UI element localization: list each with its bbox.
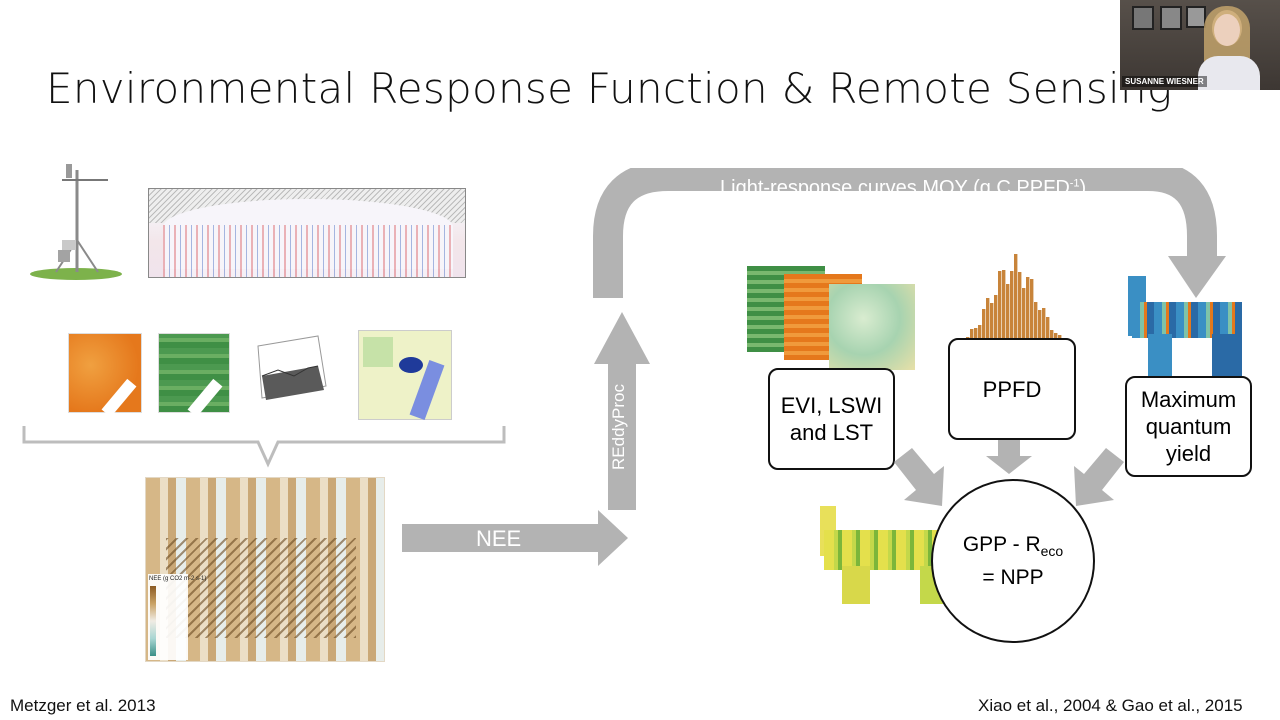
nee-arrow-label: NEE: [476, 526, 522, 551]
left-citation: Metzger et al. 2013: [10, 696, 156, 715]
nee-arrow: [402, 510, 628, 566]
ppfd-histogram: [966, 254, 1062, 350]
histogram-bar: [982, 309, 986, 350]
histogram-bar: [1042, 308, 1046, 350]
ppfd-box: PPFD: [948, 338, 1076, 440]
gpp-npp-circle: GPP - Reco = NPP: [931, 479, 1095, 643]
npp-text: = NPP: [982, 565, 1044, 589]
histogram-bar: [990, 303, 994, 350]
wall-frame: [1186, 6, 1206, 28]
converging-arrows: [894, 440, 1124, 506]
histogram-bar: [1006, 284, 1010, 350]
histogram-bar: [1010, 271, 1014, 350]
histogram-bar: [1038, 310, 1042, 350]
histogram-bar: [1030, 279, 1034, 350]
histogram-bar: [1026, 277, 1030, 350]
flux-tower-image: [30, 164, 122, 280]
histogram-bar: [1014, 254, 1018, 350]
reco-subscript: eco: [1040, 543, 1064, 560]
mqy-arrow-label: Light-response curves MQY (g C PPFD-1): [720, 177, 1087, 199]
histogram-bar: [1018, 272, 1022, 350]
footprint-map-thumbnail: [358, 330, 452, 420]
histogram-bar: [978, 325, 982, 350]
participant-name: SUSANNE WIESNER: [1122, 76, 1207, 87]
maximum-quantum-yield-box: Maximum quantum yield: [1125, 376, 1252, 477]
evi-lswi-lst-box: EVI, LSWI and LST: [768, 368, 895, 470]
histogram-bar: [1002, 270, 1006, 350]
wall-frame: [1160, 6, 1182, 30]
orange-map-thumbnail: [68, 333, 142, 418]
surface-3d-plot: [257, 335, 327, 400]
histogram-bar: [986, 298, 990, 350]
histogram-bar: [1046, 317, 1050, 350]
nee-map: NEE (g CO2 m-2 s-1): [145, 477, 385, 662]
nee-map-legend: NEE (g CO2 m-2 s-1): [149, 576, 207, 582]
reddyproc-mqy-arrow: [593, 168, 1226, 510]
lst-image: [829, 284, 915, 370]
grouping-brace: [22, 426, 506, 468]
right-citation: Xiao et al., 2004 & Gao et al., 2015: [978, 696, 1243, 715]
wall-frame: [1132, 6, 1154, 30]
mqy-map: [1122, 272, 1246, 384]
reddyproc-label: REddyProc: [609, 384, 628, 470]
histogram-bar: [998, 271, 1002, 350]
presenter-face-front: [1214, 14, 1240, 46]
green-map-thumbnail: [158, 333, 230, 418]
histogram-bar: [994, 295, 998, 350]
histogram-bar: [1022, 288, 1026, 350]
gpp-text: GPP - R: [962, 533, 1041, 557]
presenter-shirt: [1198, 56, 1260, 90]
webcam-video: SUSANNE WIESNER: [1120, 0, 1280, 90]
wavelet-spectrum-plot: [128, 178, 476, 290]
slide-title: Environmental Response Function & Remote…: [46, 64, 1173, 113]
histogram-bar: [1034, 302, 1038, 350]
